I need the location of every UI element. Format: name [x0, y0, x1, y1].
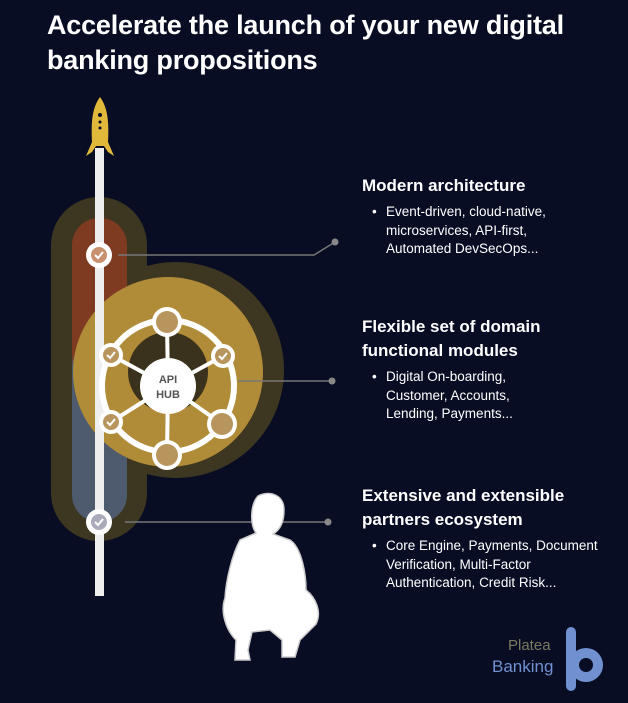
section-heading: Flexible set of domain functional module… — [362, 317, 541, 360]
check-node-icon — [99, 343, 123, 367]
logo-b-icon — [566, 627, 603, 691]
page-title: Accelerate the launch of your new digita… — [47, 10, 564, 75]
platea-banking-logo: Platea Banking — [492, 625, 622, 695]
logo-text-banking: Banking — [492, 657, 554, 676]
launch-pole — [95, 148, 104, 596]
section-heading: Modern architecture — [362, 176, 526, 195]
api-hub-label: API — [159, 374, 177, 386]
checkpoint-ecosystem-icon — [86, 509, 112, 535]
module-node-icon — [152, 440, 182, 470]
checkpoint-architecture-icon — [86, 242, 112, 268]
section-partners-ecosystem: Extensive and extensible partners ecosys… — [362, 484, 602, 593]
section-domain-modules: Flexible set of domain functional module… — [362, 315, 592, 424]
check-node-icon — [99, 410, 123, 434]
rocket-icon — [86, 97, 114, 156]
section-heading: Extensive and extensible partners ecosys… — [362, 486, 565, 529]
module-node-icon — [152, 307, 182, 337]
bullet-item: Digital On-boarding, Customer, Accounts,… — [372, 368, 562, 424]
check-node-icon — [211, 344, 235, 368]
module-node-icon — [207, 409, 237, 439]
connector-lines — [118, 238, 339, 526]
logo-text-platea: Platea — [508, 637, 551, 654]
bullet-item: Event-driven, cloud-native, microservice… — [372, 203, 587, 259]
api-hub-network: API HUB — [99, 307, 237, 470]
api-hub-label: HUB — [156, 389, 180, 401]
bullet-item: Core Engine, Payments, Document Verifica… — [372, 537, 602, 593]
person-icon — [222, 492, 320, 661]
section-modern-architecture: Modern architecture Event-driven, cloud-… — [362, 174, 612, 259]
